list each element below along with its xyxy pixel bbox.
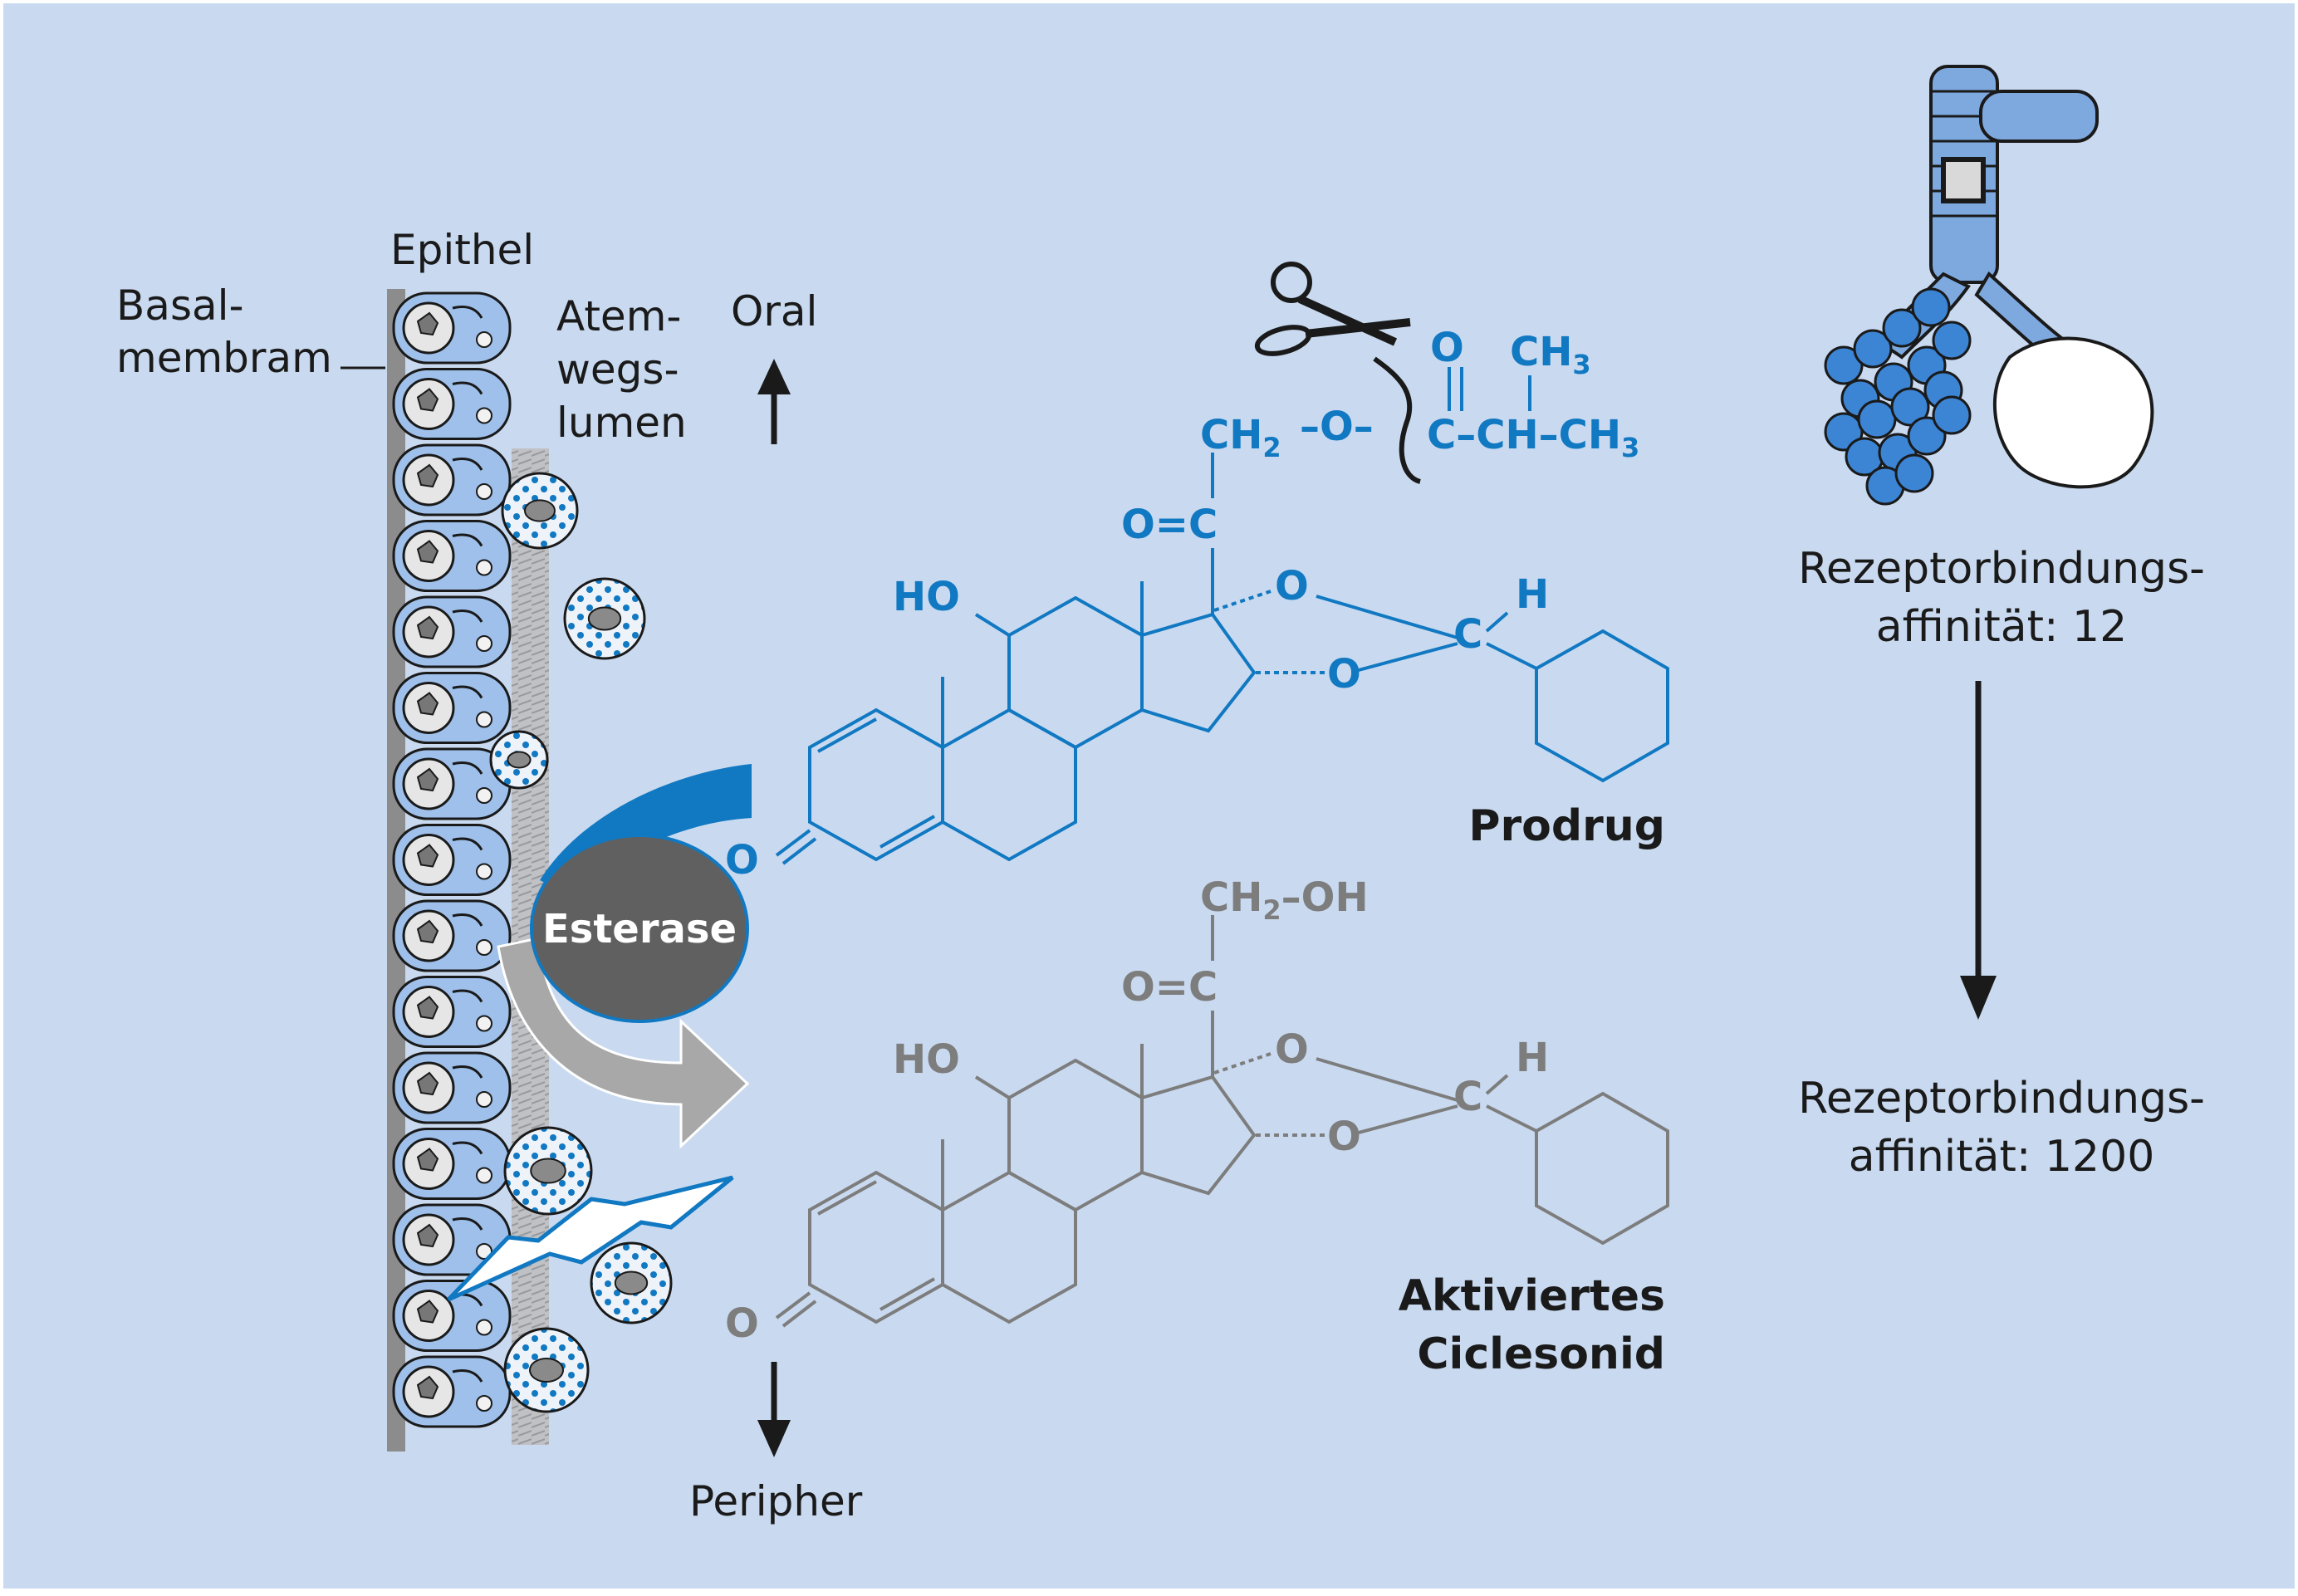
epithelial-cell [392, 443, 512, 516]
affinity-bottom-line1: Rezeptorbindungs- [1798, 1074, 2205, 1124]
ring-d [1140, 1075, 1257, 1196]
alveolus [1907, 416, 1947, 456]
active-acetal-h: H [1516, 1035, 1549, 1081]
granulocyte [563, 577, 646, 660]
alveolus [1853, 329, 1893, 369]
prodrug-title: Prodrug [1468, 801, 1665, 851]
basal-label-line2: membram [116, 334, 332, 382]
esterase-group: Esterase [447, 764, 752, 1302]
alveolus [1857, 399, 1897, 439]
prodrug-ho: HO [893, 574, 960, 620]
affinity-top-line2: affinität: 12 [1876, 602, 2127, 652]
prodrug-labels: HO O O=C CH2 –O– C–CH–CH3 O CH3 O O C H [725, 325, 1639, 884]
granulocyte [590, 1241, 673, 1324]
granulocytes [489, 472, 673, 1413]
background-panel [3, 3, 2295, 1589]
active-acetal-c: C [1453, 1074, 1482, 1120]
prodrug-o17: O [1275, 563, 1309, 610]
granulocyte [501, 472, 579, 550]
epithelial-cell [392, 1051, 512, 1124]
prodrug-c20: O=C [1121, 502, 1218, 548]
cyclohexyl-ring [1535, 1091, 1669, 1246]
granulocyte [489, 730, 549, 790]
lumen-label-line3: lumen [556, 399, 687, 447]
epithel-label: Epithel [390, 226, 534, 274]
granulocyte [503, 1126, 593, 1216]
active-c20: O=C [1121, 964, 1218, 1011]
prodrug-ch2: CH2 [1200, 412, 1281, 463]
oral-label: Oral [731, 287, 817, 335]
active-ch2: CH2–OH [1200, 874, 1369, 926]
epithelial-cell [392, 595, 512, 668]
ring-d [1140, 612, 1257, 733]
epithelial-cells [392, 291, 512, 1428]
alveolus [1824, 345, 1864, 385]
lumen-label-line2: wegs- [556, 345, 679, 394]
lung-icon [1824, 65, 2154, 506]
epithelial-cell [392, 1203, 512, 1276]
alveolus [1932, 321, 1972, 360]
granulocyte [503, 1327, 590, 1413]
basal-label-line1: Basal- [116, 282, 244, 330]
prodrug-molecule [775, 548, 1669, 865]
cut-line [1373, 356, 1422, 484]
epithelial-cell [392, 1355, 512, 1428]
epithelial-cell [392, 520, 512, 592]
active-ho: HO [893, 1036, 960, 1083]
prodrug-ester-chain: C–CH–CH3 [1427, 412, 1639, 463]
affinity-top-line1: Rezeptorbindungs- [1798, 544, 2205, 594]
active-o17: O [1275, 1026, 1309, 1073]
epithelial-cell [392, 1280, 512, 1352]
active-molecule [775, 1011, 1669, 1328]
alveolus [1890, 387, 1930, 427]
alveolus [1882, 308, 1922, 348]
affinity-bottom-line2: affinität: 1200 [1849, 1132, 2155, 1182]
active-labels: HO O O=C CH2–OH O O C H [725, 874, 1549, 1347]
prodrug-side-bonds [1211, 367, 1531, 498]
prodrug-keto-o: O [725, 837, 759, 884]
active-title-line1: Aktiviertes [1399, 1271, 1665, 1321]
lumen-label-line1: Atem- [556, 292, 681, 340]
prodrug-acetal-c: C [1453, 611, 1482, 658]
peripher-label: Peripher [689, 1477, 863, 1525]
left-labels: Epithel Basal- membram Atem- wegs- lumen… [116, 226, 863, 1525]
active-title-line2: Ciclesonid [1417, 1329, 1665, 1379]
prodrug-carbonyl-o: O [1430, 325, 1464, 371]
epithelial-cell [392, 672, 512, 744]
peripher-arrow [757, 1362, 791, 1457]
prodrug-acetal-h: H [1516, 571, 1549, 618]
epithelial-cell [392, 976, 512, 1048]
epithelial-cell [392, 1128, 512, 1200]
affinity-arrow [1960, 681, 1997, 1020]
active-o16: O [1327, 1114, 1361, 1160]
epithelial-cell [392, 747, 512, 820]
epithelial-cell [392, 899, 512, 972]
active-keto-o: O [725, 1300, 759, 1347]
affinity-text: Rezeptorbindungs- affinität: 12 Rezeptor… [1798, 544, 2205, 1182]
alveolus [1932, 395, 1972, 435]
alveolus [1894, 453, 1934, 493]
cyclohexyl-ring [1535, 629, 1669, 783]
epithelial-cell [392, 368, 512, 440]
epithelial-cell [392, 291, 512, 365]
prodrug-ether-o: –O– [1300, 404, 1374, 450]
esterase-enzyme [530, 834, 749, 1023]
lightning-icon [447, 1175, 734, 1302]
oral-arrow [757, 359, 791, 444]
epithelial-cell [392, 824, 512, 896]
prodrug-o16: O [1327, 651, 1361, 698]
scissors-icon [1254, 262, 1411, 356]
alveolus [1911, 287, 1951, 327]
prodrug-ch3-top: CH3 [1510, 329, 1591, 380]
gray-outflow-arrow [497, 937, 750, 1149]
esterase-label: Esterase [542, 906, 737, 952]
